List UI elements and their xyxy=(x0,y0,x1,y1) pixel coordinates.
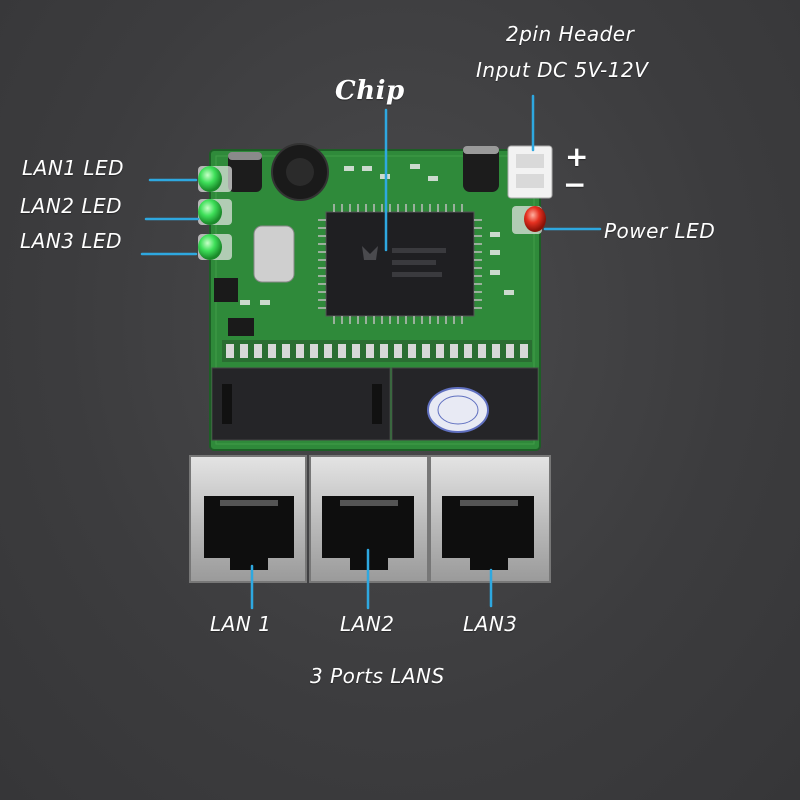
lan2-port-label: LAN2 xyxy=(340,612,395,636)
header-label-line1: 2pin Header xyxy=(506,22,635,46)
capacitor-right xyxy=(463,146,499,192)
lan3-led-label: LAN3 LED xyxy=(20,229,123,253)
crystal xyxy=(253,225,295,283)
minus-sign: − xyxy=(563,168,587,201)
lan2-led xyxy=(198,199,232,225)
rj45-port-1 xyxy=(189,455,307,583)
lan1-led-label: LAN1 LED xyxy=(22,156,125,180)
lan2-led-label: LAN2 LED xyxy=(20,194,123,218)
two-pin-header xyxy=(507,145,553,199)
power-led xyxy=(512,206,546,234)
lan1-led xyxy=(198,166,232,192)
lan1-port-label: LAN 1 xyxy=(210,612,272,636)
rj45-port-3 xyxy=(429,455,551,583)
power-led-label: Power LED xyxy=(604,219,716,243)
capacitor-left xyxy=(228,152,262,192)
lan3-led xyxy=(198,234,232,260)
transformer-left xyxy=(211,367,391,441)
header-label-line2: Input DC 5V-12V xyxy=(476,58,649,82)
plus-sign: + xyxy=(565,140,589,173)
main-chip xyxy=(318,204,482,324)
caption: 3 Ports LANS xyxy=(310,664,445,688)
lan3-port-label: LAN3 xyxy=(463,612,518,636)
chip-label: Chip xyxy=(335,76,405,106)
qc-pass-sticker xyxy=(427,387,489,433)
